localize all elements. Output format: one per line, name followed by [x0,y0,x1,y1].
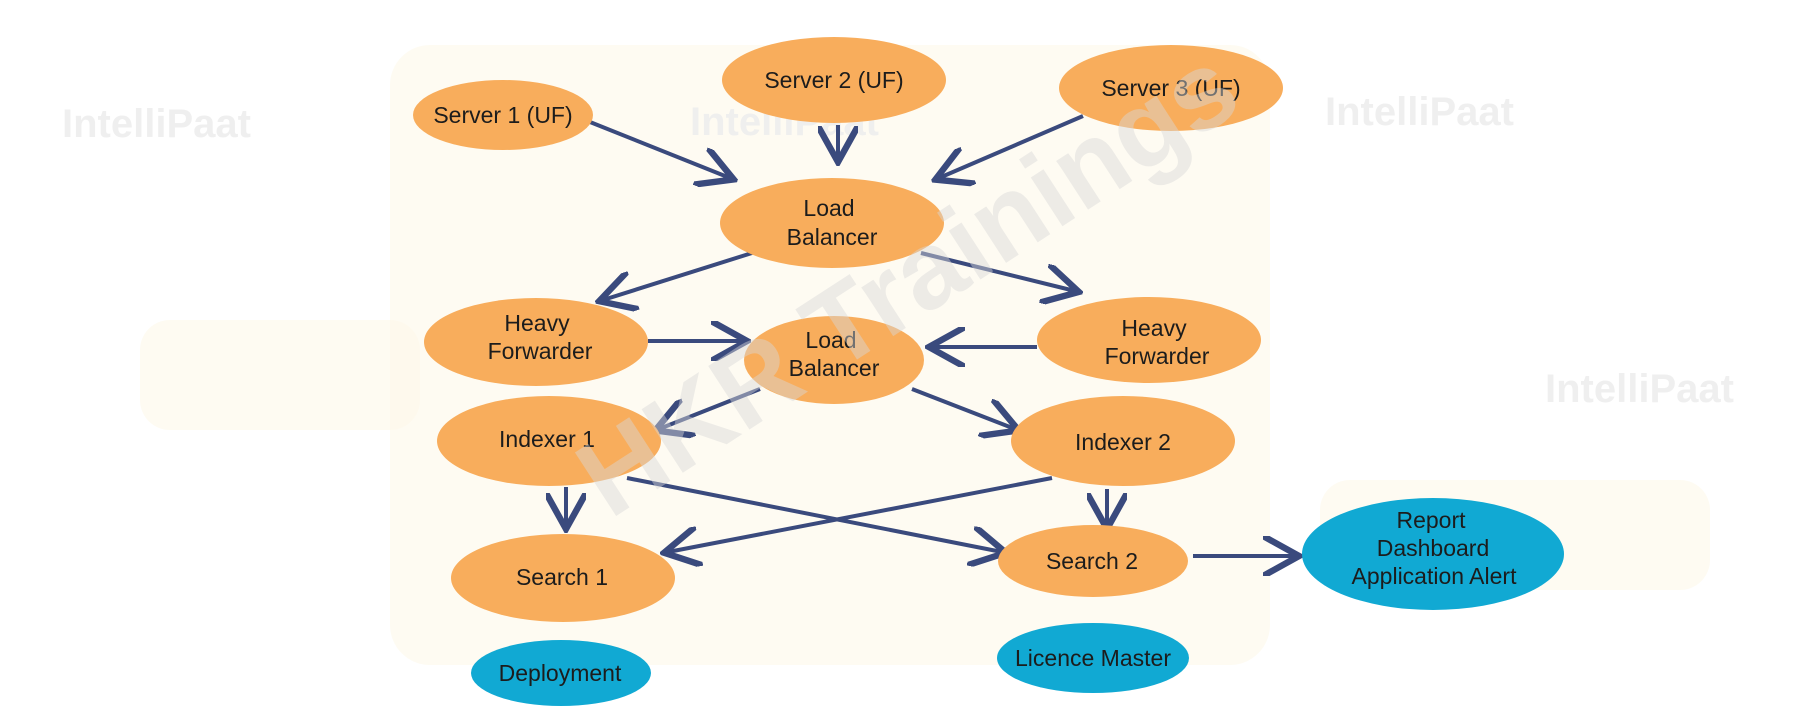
node-heavy-forwarder-left-label-2: Forwarder [488,338,593,364]
node-load-balancer-top-label-2: Balancer [787,224,878,250]
node-report-label-3: Application Alert [1352,563,1518,589]
node-indexer2-label: Indexer 2 [1075,429,1171,455]
node-heavy-forwarder-right: Heavy Forwarder [1037,297,1261,383]
node-load-balancer-mid-label-1: Load [805,327,856,353]
edges [566,114,1295,556]
node-search2: Search 2 [998,525,1188,597]
edge-indexer1-to-search2 [626,476,1002,552]
node-report-label-2: Dashboard [1377,535,1490,561]
node-load-balancer-top: Load Balancer [720,178,944,268]
node-licence-master-label: Licence Master [1015,645,1171,671]
node-deployment-label: Deployment [499,660,622,686]
node-licence-master: Licence Master [997,623,1189,693]
node-indexer2: Indexer 2 [1011,396,1235,486]
node-indexer1-label: Indexer 1 [499,426,595,452]
node-server2: Server 2 (UF) [722,37,946,123]
node-heavy-forwarder-left: Heavy Forwarder [424,298,648,386]
logo-watermark-3: IntelliPaat [1545,367,1734,411]
logo-watermark-2: IntelliPaat [1325,90,1514,134]
node-load-balancer-mid-label-2: Balancer [789,355,880,381]
node-deployment: Deployment [471,640,651,706]
node-heavy-forwarder-right-label-1: Heavy [1121,315,1187,341]
node-server3: Server 3 (UF) [1059,45,1283,131]
node-server1-label: Server 1 (UF) [433,102,572,128]
node-heavy-forwarder-right-label-2: Forwarder [1105,343,1210,369]
edge-server3-to-lb-top [939,114,1084,178]
edge-server1-to-lb-top [589,120,730,178]
nodes-orange: Server 1 (UF) Server 2 (UF) Server 3 (UF… [413,37,1283,622]
node-search1-label: Search 1 [516,564,608,590]
node-indexer1: Indexer 1 [437,396,661,486]
edge-lb-mid-to-indexer2 [911,387,1015,429]
edge-lb-top-to-hf-right [920,251,1075,291]
nodes-blue: Report Dashboard Application Alert Deplo… [471,498,1564,706]
logo-watermark-1: IntelliPaat [62,102,251,146]
edge-indexer2-to-search1 [668,476,1053,552]
edge-lb-mid-to-indexer1 [659,387,761,429]
node-search1: Search 1 [451,534,675,622]
node-load-balancer-top-label-1: Load [803,195,854,221]
node-search2-label: Search 2 [1046,548,1138,574]
edge-lb-top-to-hf-left [603,251,753,300]
node-heavy-forwarder-left-label-1: Heavy [504,310,570,336]
node-server3-label: Server 3 (UF) [1101,75,1240,101]
node-report-dashboard-alert: Report Dashboard Application Alert [1302,498,1564,610]
node-server1: Server 1 (UF) [413,80,593,150]
node-load-balancer-mid: Load Balancer [744,316,924,404]
node-report-label-1: Report [1396,507,1466,533]
node-server2-label: Server 2 (UF) [764,67,903,93]
